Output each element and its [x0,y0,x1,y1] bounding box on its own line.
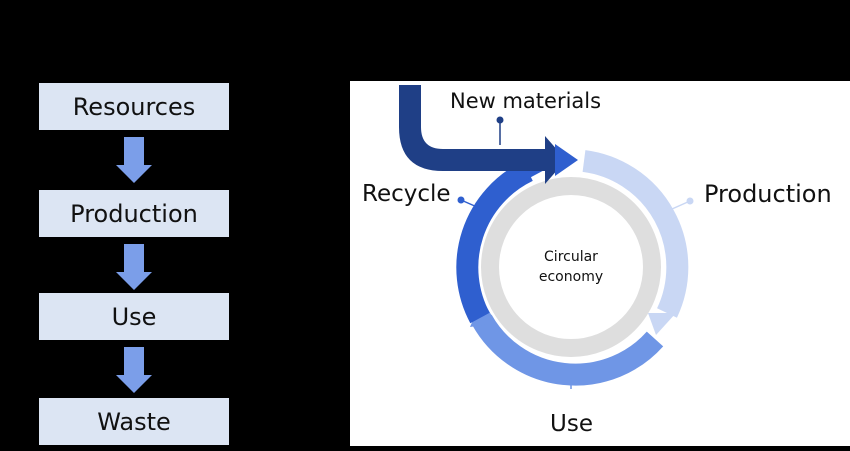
center-label-line1: Circular [544,249,598,265]
recycle-label: Recycle [362,181,451,207]
new-materials-label: New materials [450,89,602,113]
down-arrow-1 [116,137,152,183]
center-label-line2: economy [538,269,604,285]
flow-box-label: Waste [97,407,171,436]
flow-box-label: Resources [72,92,196,121]
use-arc [472,314,664,386]
production-label: Production [704,180,832,208]
flow-box-label: Use [111,302,157,331]
flow-box-label: Production [70,199,198,228]
inflow-arrowhead [555,144,578,176]
circular-economy-panel: New materials Recycle Production Use Cir… [350,81,850,446]
recycle-arc [456,161,533,324]
recycle-dot [457,196,465,204]
new-materials-dot [496,116,504,124]
flow-box-use: Use [39,293,229,340]
production-arrowhead [648,313,676,335]
flow-box-production: Production [39,190,229,237]
ring-track [481,177,661,357]
use-label: Use [550,411,593,437]
flow-box-waste: Waste [39,398,229,445]
down-arrow-3 [116,347,152,393]
down-arrow-2 [116,244,152,290]
use-dot [567,378,575,386]
production-dot [686,197,694,205]
production-arc [582,150,689,318]
circular-economy-diagram [399,85,694,389]
flow-box-resources: Resources [39,83,229,130]
new-materials-arrow [399,85,566,184]
center-label: Circular economy [521,247,621,287]
